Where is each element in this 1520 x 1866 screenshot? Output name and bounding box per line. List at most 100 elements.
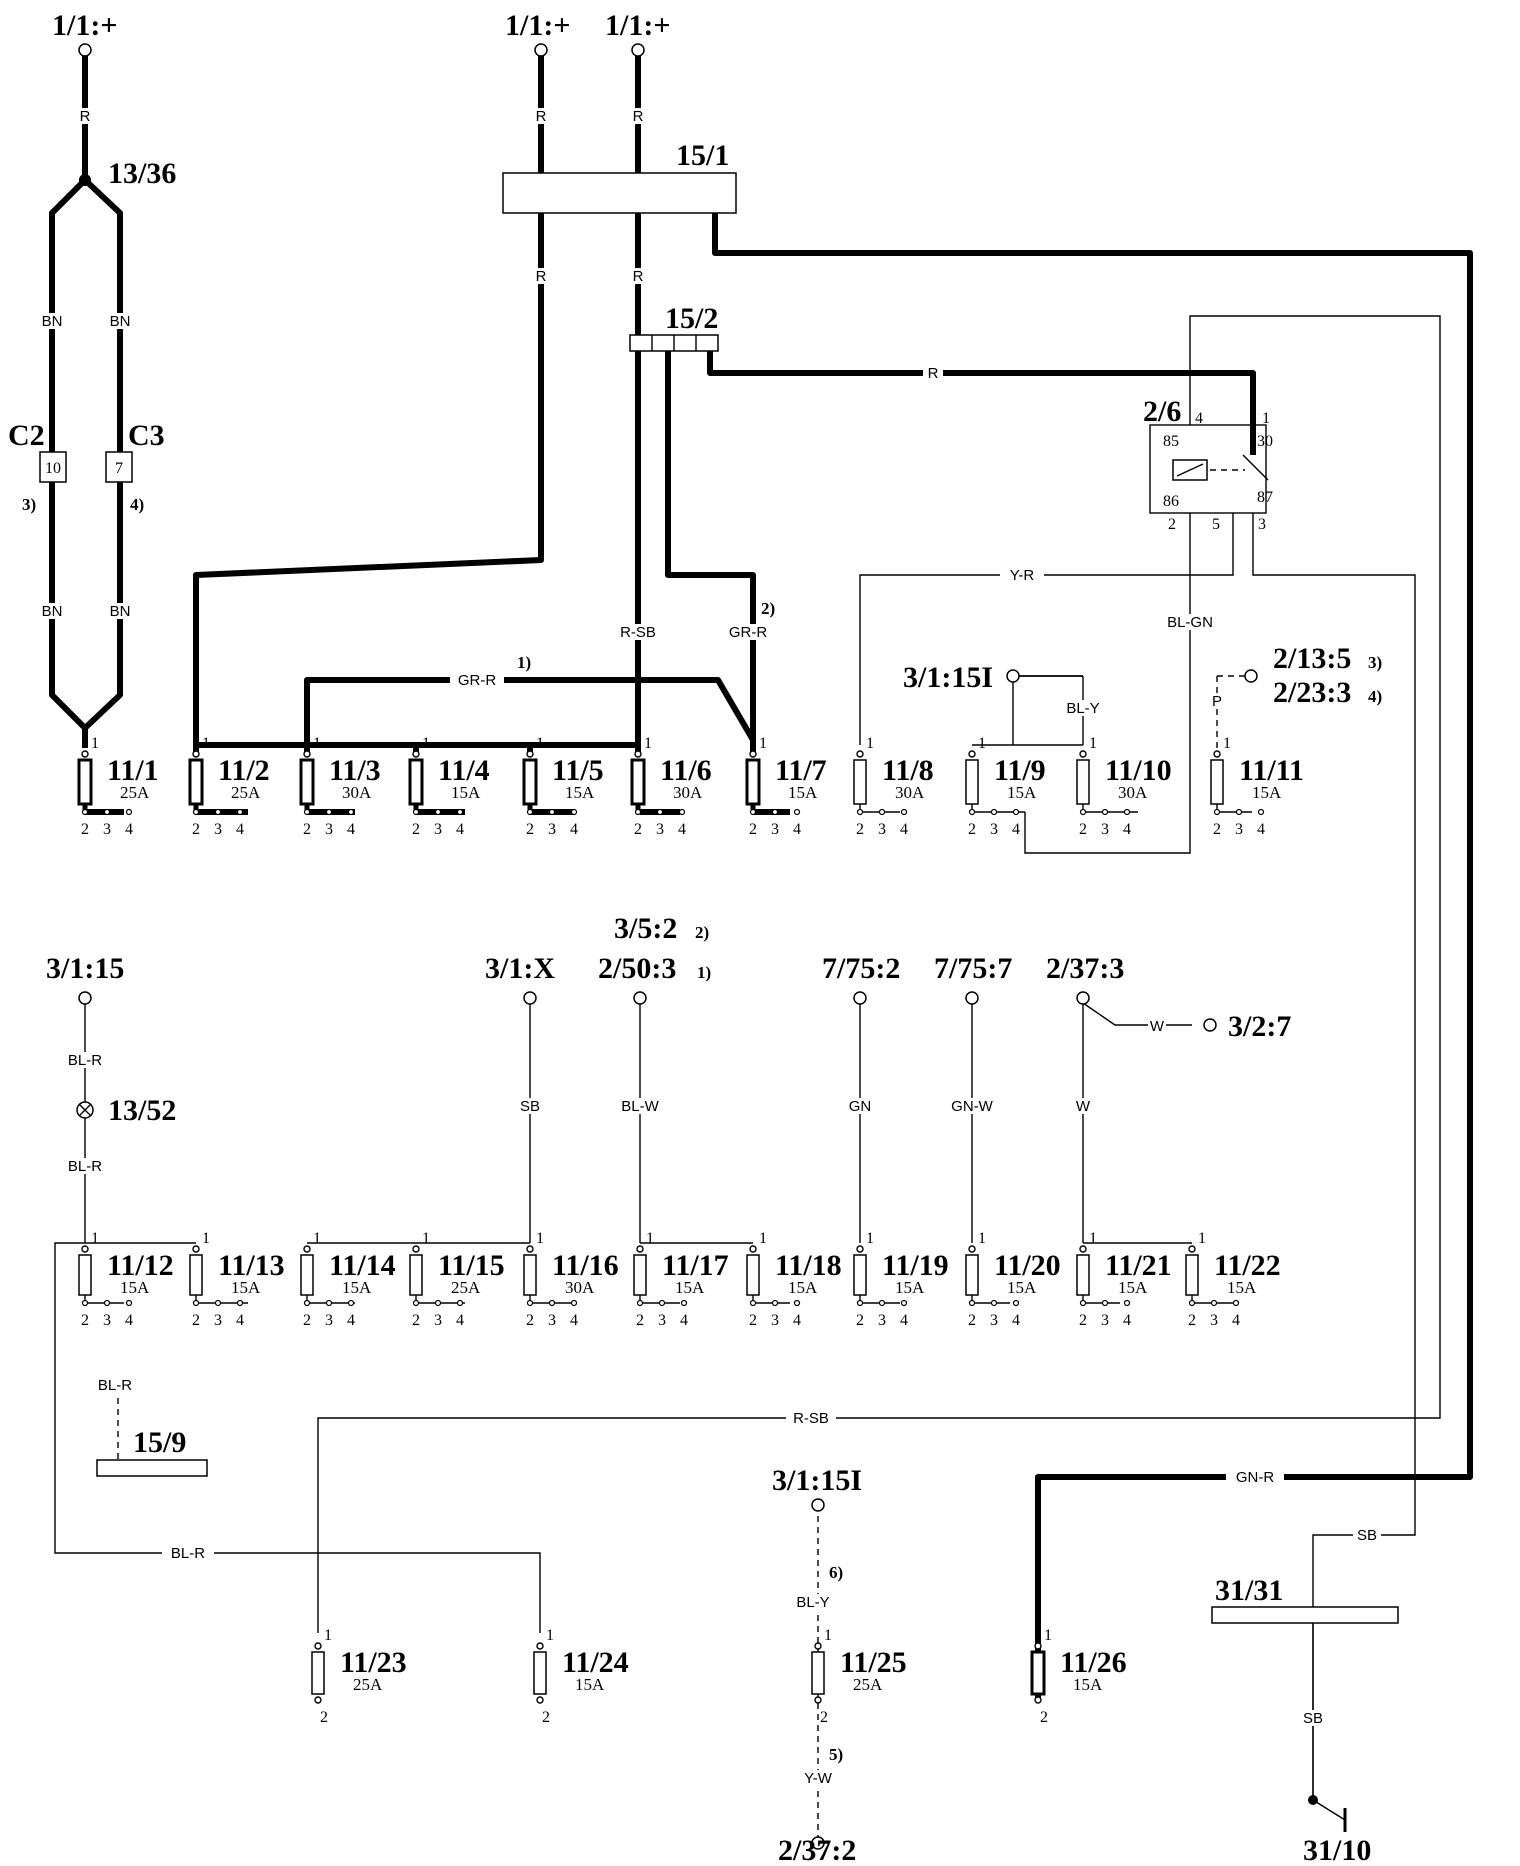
relay-pin-labels: 85 30 86 87 4 1 2 5 3 [1163, 410, 1273, 533]
fuse-body [409, 1254, 423, 1296]
fuse-node [1232, 1299, 1240, 1307]
wire-color-labels: R R R R R R BN BN BN BN GR-R R-SB GR-R Y… [38, 108, 1381, 1787]
fuse-node [303, 1299, 311, 1307]
fuse-pin-label: 1 [978, 1230, 986, 1247]
fuse-pin-label: 2 [636, 1312, 644, 1329]
fuse-pin-label: 1 [536, 735, 544, 752]
fuse-pin-label: 2 [968, 1312, 976, 1329]
fuse-pin-label: 4 [236, 1312, 244, 1329]
fuse-node [314, 1696, 322, 1704]
fuse-pin-label: 3 [434, 1312, 442, 1329]
fuse-id: 11/15 [438, 1249, 505, 1282]
wire-label: GN-W [951, 1098, 993, 1115]
fuse-pin-label: 2 [542, 1709, 550, 1726]
fuse-pin-label: 3 [548, 821, 556, 838]
fuse-id: 11/14 [329, 1249, 396, 1282]
fuse-rating: 30A [1118, 783, 1148, 802]
fuse-node [1101, 808, 1109, 816]
relay-pin: 86 [1163, 493, 1179, 510]
fuse-body [311, 1651, 325, 1695]
fuse-node [1034, 1642, 1042, 1650]
fuse-pin-label: 4 [1123, 821, 1131, 838]
fuse-node [749, 808, 757, 816]
fuse-pin-label: 1 [202, 1230, 210, 1247]
fuse-pin-label: 4 [1257, 821, 1265, 838]
wire-label: BL-GN [1167, 614, 1213, 631]
fuse-pin-label: 2 [303, 1312, 311, 1329]
footnote: 4) [130, 495, 144, 514]
fuse-pin-label: 4 [456, 821, 464, 838]
fuse-pin-label: 2 [749, 1312, 757, 1329]
fuse-node [412, 1245, 420, 1253]
fuse-rating: 15A [575, 1675, 605, 1694]
fuse-node [1079, 1245, 1087, 1253]
fuse-rating: 15A [1252, 783, 1282, 802]
terminal-label: 1/1:+ [505, 9, 570, 42]
wire-label: BN [42, 313, 63, 330]
wire-label: BL-R [68, 1052, 102, 1069]
fuse-node [990, 1299, 998, 1307]
fuse-pin-label: 1 [759, 735, 767, 752]
wire-label: BL-Y [796, 1594, 829, 1611]
fuse-id: 11/11 [1239, 754, 1304, 787]
fuse-pin-label: 1 [202, 735, 210, 752]
fuse-pin-label: 1 [422, 735, 430, 752]
fuse-id: 11/18 [775, 1249, 842, 1282]
fuse-id: 11/24 [562, 1646, 629, 1679]
fuse-id: 11/19 [882, 1249, 949, 1282]
terminal-label: 3/1:15 [46, 952, 124, 985]
fuse-node [680, 1299, 688, 1307]
fuse-id: 11/13 [218, 1249, 285, 1282]
fuse-pin-label: 4 [1012, 1312, 1020, 1329]
component-label: 13/36 [108, 157, 176, 190]
terminal-label: 1/1:+ [52, 9, 117, 42]
fuse-node [412, 750, 420, 758]
fuse-id: 11/12 [107, 1249, 174, 1282]
fuse-pin-label: 3 [990, 1312, 998, 1329]
fuse-node [347, 1299, 355, 1307]
fuse-node [526, 1299, 534, 1307]
fuse-pin-label: 1 [536, 1230, 544, 1247]
fuse-node [303, 1245, 311, 1253]
fuse-node [1079, 808, 1087, 816]
fuse-node [103, 1299, 111, 1307]
fuse-node [548, 1299, 556, 1307]
terminal-label: 2/50:3 [598, 952, 676, 985]
component-label: C2 [8, 419, 45, 452]
fuse-rating: 15A [231, 1278, 261, 1297]
fuse-node [856, 750, 864, 758]
wire-label: R [633, 108, 644, 125]
fuse-node [325, 808, 333, 816]
fuse-node [314, 1642, 322, 1650]
fuse-node [968, 1299, 976, 1307]
wire-label: R-SB [620, 624, 656, 641]
terminal-label: 3/1:15I [772, 1464, 862, 1497]
connector-pin: 7 [115, 460, 123, 477]
fuse-pin-label: 1 [91, 735, 99, 752]
fuse-node [856, 1245, 864, 1253]
fuse-body [533, 1651, 547, 1695]
fuse-id: 11/26 [1060, 1646, 1127, 1679]
fuse-pin-label: 2 [820, 1709, 828, 1726]
fuse-pin-label: 3 [656, 821, 664, 838]
fuse-node [236, 1299, 244, 1307]
terminal-label: 2/37:3 [1046, 952, 1124, 985]
fuse-pin-label: 2 [1079, 821, 1087, 838]
fuse-node [900, 808, 908, 816]
fuse-id: 11/2 [218, 754, 270, 787]
fuse-pin-label: 3 [214, 1312, 222, 1329]
fuse-node [878, 1299, 886, 1307]
fuse-rating: 30A [673, 783, 703, 802]
fuse-pin-label: 2 [1213, 821, 1221, 838]
fuse-pin-label: 4 [125, 821, 133, 838]
fuse-rating: 30A [895, 783, 925, 802]
fuse-body [633, 1254, 647, 1296]
